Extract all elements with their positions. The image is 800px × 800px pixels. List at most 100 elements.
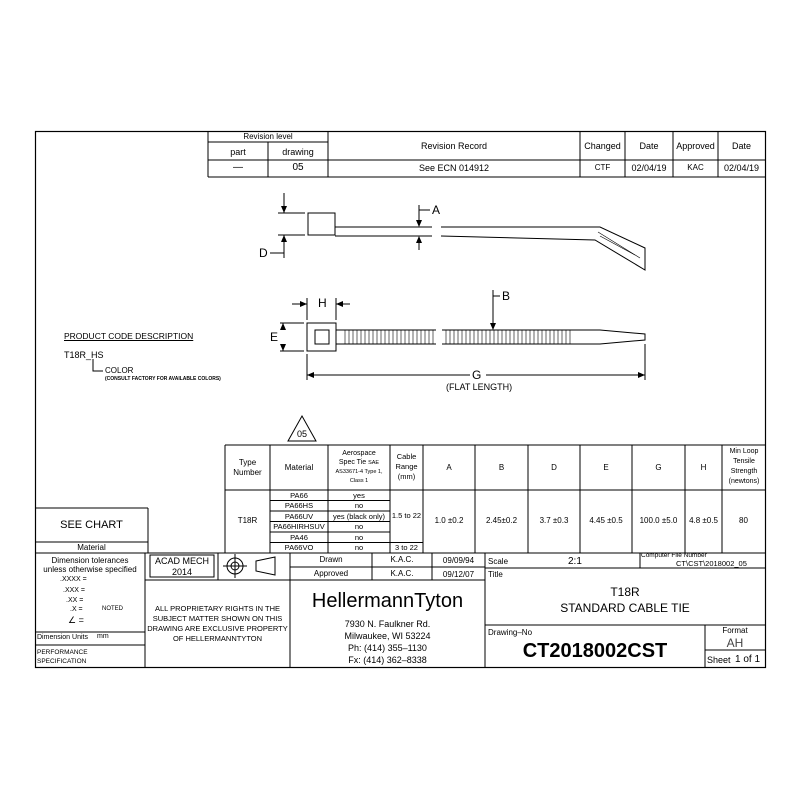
computer-file-value: CT\CST\2018002_05 <box>676 559 747 568</box>
revision-changed-value: CTF <box>594 163 611 172</box>
d-value: 3.7 ±0.3 <box>539 516 569 525</box>
revision-triangle-label: 05 <box>296 429 307 439</box>
aero-cell: no <box>354 532 364 542</box>
acad-line-1: ACAD MECH <box>154 556 209 566</box>
flat-length-label: (FLAT LENGTH) <box>446 382 513 392</box>
aero-cell: no <box>354 501 364 510</box>
tolerance-xxx: .XXX = <box>63 587 85 594</box>
proprietary-notice: ALL PROPRIETARY RIGHTS IN THE SUBJECT MA… <box>147 604 288 643</box>
title-line-1: T18R <box>610 585 640 599</box>
product-code-heading: PRODUCT CODE DESCRIPTION <box>64 331 194 341</box>
tolerance-heading-2: unless otherwise specified <box>43 565 137 574</box>
product-color-note: (CONSULT FACTORY FOR AVAILABLE COLORS) <box>105 376 221 382</box>
h-value: 4.8 ±0.5 <box>689 516 718 525</box>
revision-record-value: See ECN 014912 <box>418 163 490 173</box>
sheet-label: Sheet <box>707 655 731 665</box>
dim-a-label: A <box>432 203 441 217</box>
aero-cell: no <box>354 522 364 531</box>
revision-approved-value: KAC <box>687 163 704 172</box>
aero-cell: no <box>354 543 364 552</box>
drawn-date: 09/09/94 <box>442 556 475 565</box>
company-fax: Fx: (414) 362–8338 <box>348 655 427 665</box>
aero-cell: yes <box>353 491 365 500</box>
revision-record-label: Revision Record <box>420 141 488 151</box>
projection-symbol <box>223 554 276 578</box>
dim-e-label: E <box>270 330 279 344</box>
header-a: A <box>446 463 452 472</box>
header-material: Material <box>284 463 314 472</box>
dim-g-label: G <box>472 368 482 382</box>
performance-spec: PERFORMANCE SPECIFICATION <box>37 649 88 665</box>
cable-range-main: 1.5 to 22 <box>391 511 422 520</box>
material-cell: PA66 <box>290 491 308 500</box>
top-view <box>92 290 646 380</box>
strength-value: 80 <box>739 516 748 525</box>
tolerance-x: .X = <box>70 606 83 613</box>
aero-cell: yes (black only) <box>332 511 386 521</box>
title-line-2: STANDARD CABLE TIE <box>560 601 690 615</box>
revision-part-value: — <box>233 162 243 173</box>
tolerance-noted: NOTED <box>102 606 123 612</box>
drawing-no-label: Drawing–No <box>488 628 533 637</box>
e-value: 4.45 ±0.5 <box>589 516 623 525</box>
approved-label: Approved <box>313 569 349 578</box>
dimension-units-value: mm <box>97 633 109 640</box>
company-phone: Ph: (414) 355–1130 <box>348 643 427 653</box>
company-name: HellermannTyton <box>311 590 464 612</box>
company-address-2: Milwaukee, WI 53224 <box>344 631 431 641</box>
header-e: E <box>603 463 609 472</box>
dim-h-label: H <box>318 296 327 310</box>
revision-level-label: Revision level <box>243 132 293 141</box>
dim-d-label: D <box>259 246 268 260</box>
format-value: AH <box>726 636 744 650</box>
scale-value: 2:1 <box>568 556 582 567</box>
material-label: Material <box>77 543 106 552</box>
product-code: T18R_HS <box>64 350 104 360</box>
tolerance-xxxx: .XXXX = <box>60 576 87 583</box>
header-h: H <box>700 463 707 472</box>
header-d: D <box>551 463 557 472</box>
g-value: 100.0 ±5.0 <box>639 516 678 525</box>
header-cable-range: Cable Range (mm) <box>395 452 418 481</box>
header-aerospace: Aerospace Spec Tie SAE AS33671-4 Type 1,… <box>335 450 383 484</box>
tolerance-xx: .XX = <box>66 597 84 604</box>
format-label: Format <box>722 626 748 635</box>
dimension-units-label: Dimension Units <box>37 634 88 641</box>
header-min-loop: Min Loop Tensile Strength (newtons) <box>728 448 760 485</box>
revision-triangle <box>287 414 317 442</box>
material-cell: PA46 <box>290 532 308 542</box>
material-cell: PA66VO <box>284 543 314 552</box>
side-view <box>270 193 646 271</box>
cable-range-vo: 3 to 22 <box>395 543 418 552</box>
a-value: 1.0 ±0.2 <box>434 516 464 525</box>
header-b: B <box>498 463 505 472</box>
revision-date-label: Date <box>639 141 659 151</box>
see-chart: SEE CHART <box>60 519 123 531</box>
revision-date-value: 02/04/19 <box>631 163 667 173</box>
acad-line-2: 2014 <box>171 567 193 577</box>
revision-drawing-value: 05 <box>292 162 304 173</box>
material-cell: PA66UV <box>284 511 314 521</box>
b-value: 2.45±0.2 <box>485 516 518 525</box>
sheet-value: 1 of 1 <box>735 654 761 665</box>
approved-by: K.A.C. <box>390 569 414 578</box>
dim-b-label: B <box>502 289 511 303</box>
drawing-number: CT2018002CST <box>522 640 668 662</box>
revision-changed-label: Changed <box>584 141 621 151</box>
material-cell: PA66HIRHSUV <box>273 522 325 531</box>
header-g: G <box>655 463 662 472</box>
tolerance-heading-1: Dimension tolerances <box>51 556 129 565</box>
type-value: T18R <box>237 516 258 525</box>
approved-date: 09/12/07 <box>442 570 475 579</box>
title-label: Title <box>488 570 503 579</box>
revision-drawing-label: drawing <box>282 147 314 157</box>
company-address-1: 7930 N. Faulkner Rd. <box>344 619 431 629</box>
revision-approved-label: Approved <box>676 141 715 151</box>
revision-date2-value: 02/04/19 <box>723 163 760 173</box>
computer-file-label: Computer File Number <box>641 552 707 559</box>
material-cell: PA66HS <box>284 501 314 510</box>
revision-part-label: part <box>230 147 246 157</box>
revision-date2-label: Date <box>731 141 751 151</box>
